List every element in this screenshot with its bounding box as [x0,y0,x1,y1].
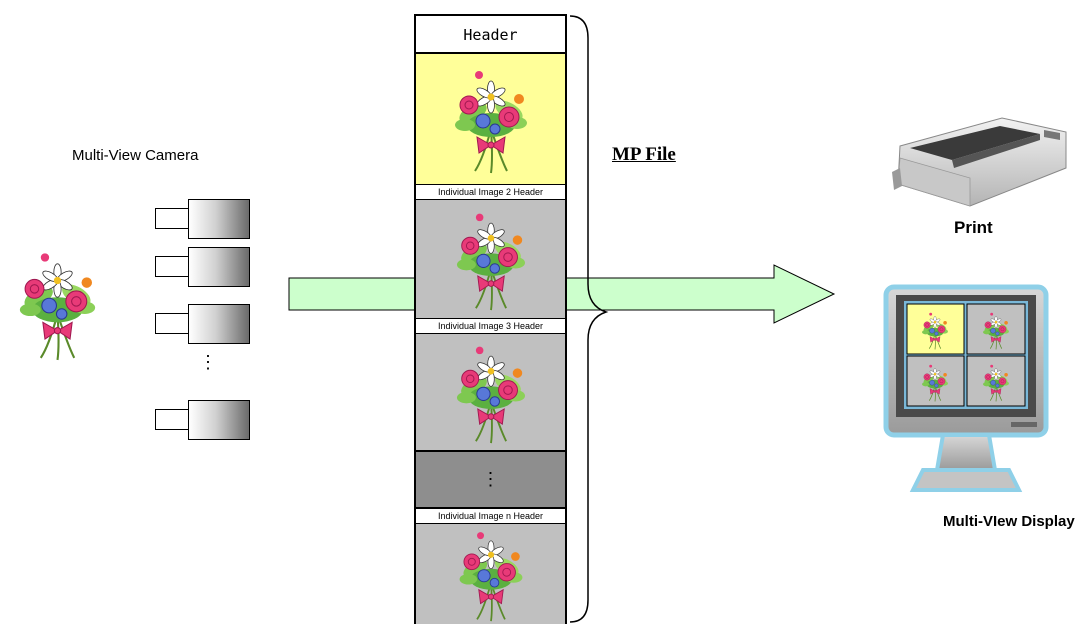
image-n [416,524,565,624]
individual-header-2: Individual Image 2 Header [416,184,565,200]
camera-icon [155,400,250,440]
individual-header-n: Individual Image n Header [416,508,565,524]
flower-bouquet-icon [455,345,526,444]
camera-icon [155,247,250,287]
printer-icon [892,117,1067,207]
individual-header-3: Individual Image 3 Header [416,318,565,334]
monitor-icon [883,284,1049,492]
camera-icon [155,304,250,344]
mp-header: Header [416,16,565,54]
image-2 [416,200,565,318]
mp-file-column: Header Individual Image 2 Header Individ… [414,14,567,624]
brace-icon [569,15,609,623]
print-label: Print [954,218,993,237]
flower-bouquet-icon [455,212,526,311]
flower-bouquet-icon [453,70,528,174]
camera-ellipsis: ⋮ [199,352,217,372]
mp-file-label: MP File [612,144,676,165]
mp-ellipsis: ⋮ [416,452,565,508]
display-label: Multi-VIew Display [943,513,1075,530]
image-3 [416,334,565,452]
camera-title: Multi-View Camera [72,147,199,164]
camera-icon [155,199,250,239]
flower-bouquet-icon [458,531,523,622]
flower-bouquet-icon [18,252,97,362]
image-1 [416,54,565,184]
